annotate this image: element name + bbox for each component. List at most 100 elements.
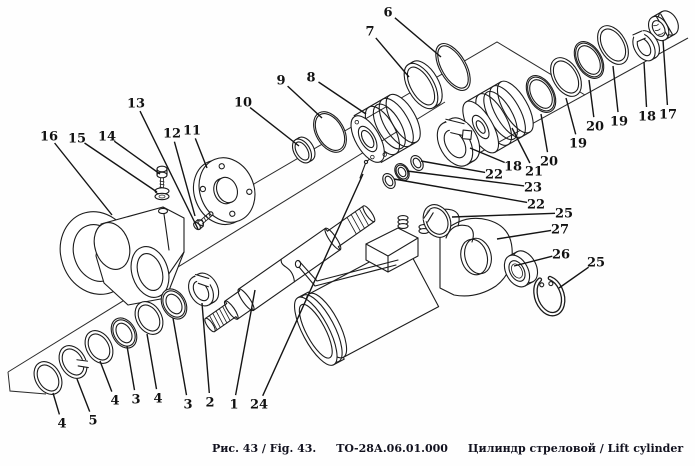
callout-leader: [234, 289, 256, 396]
callout-label: 6: [383, 6, 392, 21]
part-ring-22a: [382, 172, 396, 190]
callout-label: 11: [183, 124, 201, 139]
callout-leader: [513, 255, 553, 267]
part-ring-22b: [410, 154, 424, 172]
part-cylinder-body: [294, 208, 513, 366]
callout-label: 25: [587, 256, 605, 271]
callout-leader: [126, 345, 136, 391]
callout-label: 4: [57, 417, 66, 432]
part-split-ring-25a: [422, 204, 452, 238]
callout-label: 20: [586, 120, 604, 135]
part-piston-21: [462, 80, 534, 154]
part-split-ring-5: [58, 345, 90, 379]
callout-label: 2: [205, 396, 214, 411]
callout-leader: [588, 79, 595, 118]
callout-label: 1: [229, 398, 238, 413]
callout-label: 18: [504, 160, 522, 175]
part-lock-bolt: [156, 165, 168, 190]
part-rod-end-clevis: [59, 206, 185, 306]
caption-title: Цилиндр стреловой / Lift cylinder: [467, 442, 684, 455]
callout-leader: [146, 333, 158, 390]
callout-leader: [565, 97, 577, 135]
caption-part-code: ТО-28А.06.01.000: [336, 442, 448, 455]
part-flange: [192, 157, 256, 226]
callout-label: 13: [127, 97, 145, 112]
callout-leader: [173, 141, 196, 217]
callout-leader: [99, 360, 113, 392]
callout-label: 15: [68, 132, 86, 147]
callout-leader: [420, 160, 486, 174]
callout-label: 18: [638, 110, 656, 125]
caption-figure-number: Рис. 43 / Fig. 43.: [212, 442, 317, 455]
callout-leader: [54, 142, 113, 216]
part-seal-19a: [597, 25, 629, 65]
part-seal-20a: [573, 41, 605, 79]
callout-label: 24: [250, 398, 268, 413]
part-ring-3a: [110, 317, 138, 349]
callout-leader: [84, 142, 158, 193]
callout-leader: [558, 266, 590, 289]
callout-leader: [662, 39, 669, 106]
callout-label: 27: [551, 223, 569, 238]
part-lock-washers: [154, 187, 170, 201]
part-ring-4a: [33, 361, 63, 395]
callout-label: 4: [153, 392, 162, 407]
callout-leader: [540, 113, 549, 153]
callout-label: 7: [365, 25, 374, 40]
part-ring-4b: [84, 330, 114, 364]
callout-leader: [451, 212, 556, 218]
callout-leader: [469, 147, 505, 164]
callout-leader: [76, 378, 91, 412]
callout-leader: [287, 85, 323, 119]
callout-leader: [318, 81, 367, 115]
part-set-pin: [359, 157, 372, 179]
callout-leader: [172, 317, 188, 396]
part-bushing-26: [503, 250, 539, 288]
part-ring-4c: [134, 301, 164, 335]
callout-leader: [511, 127, 531, 164]
callout-label: 19: [569, 137, 587, 152]
callout-label: 16: [40, 130, 58, 145]
callout-leader: [139, 110, 199, 230]
callout-leader: [406, 170, 525, 187]
callout-label: 3: [131, 393, 140, 408]
callout-label: 3: [183, 398, 192, 413]
part-seal-19b: [550, 57, 582, 97]
part-seal-20b: [525, 75, 557, 113]
part-ring-7: [403, 60, 443, 110]
figure-caption: Рис. 43 / Fig. 43. ТО-28А.06.01.000 Цили…: [0, 442, 695, 455]
callout-leader: [194, 138, 208, 169]
callout-leader: [643, 61, 648, 108]
callout-label: 8: [306, 71, 315, 86]
callout-label: 17: [659, 108, 677, 123]
part-circlip-25b: [533, 275, 566, 317]
callout-leader: [201, 302, 210, 394]
callout-label: 21: [525, 165, 543, 180]
callout-label: 22: [485, 168, 503, 183]
callout-label: 5: [88, 414, 97, 429]
part-half-bushing-2: [188, 272, 220, 307]
callout-leader: [393, 178, 528, 204]
part-half-ring-18b: [436, 117, 481, 167]
callout-label: 19: [610, 115, 628, 130]
callout-label: 12: [163, 127, 181, 142]
callout-label: 4: [110, 394, 119, 409]
callout-label: 26: [552, 248, 570, 263]
callout-leader: [249, 107, 300, 147]
callout-leader: [375, 37, 410, 78]
callout-label: 23: [524, 181, 542, 196]
callout-leader: [52, 392, 61, 415]
part-ring-6: [435, 43, 471, 91]
part-ring-23: [394, 163, 410, 181]
part-ring-3b: [160, 288, 188, 320]
part-oring-9: [313, 111, 347, 153]
callout-label: 22: [527, 198, 545, 213]
callout-label: 9: [276, 74, 285, 89]
part-piston-rod: [204, 205, 376, 333]
part-half-ring-18a: [632, 29, 661, 62]
callout-leader: [262, 173, 364, 397]
callout-leader: [496, 229, 552, 240]
